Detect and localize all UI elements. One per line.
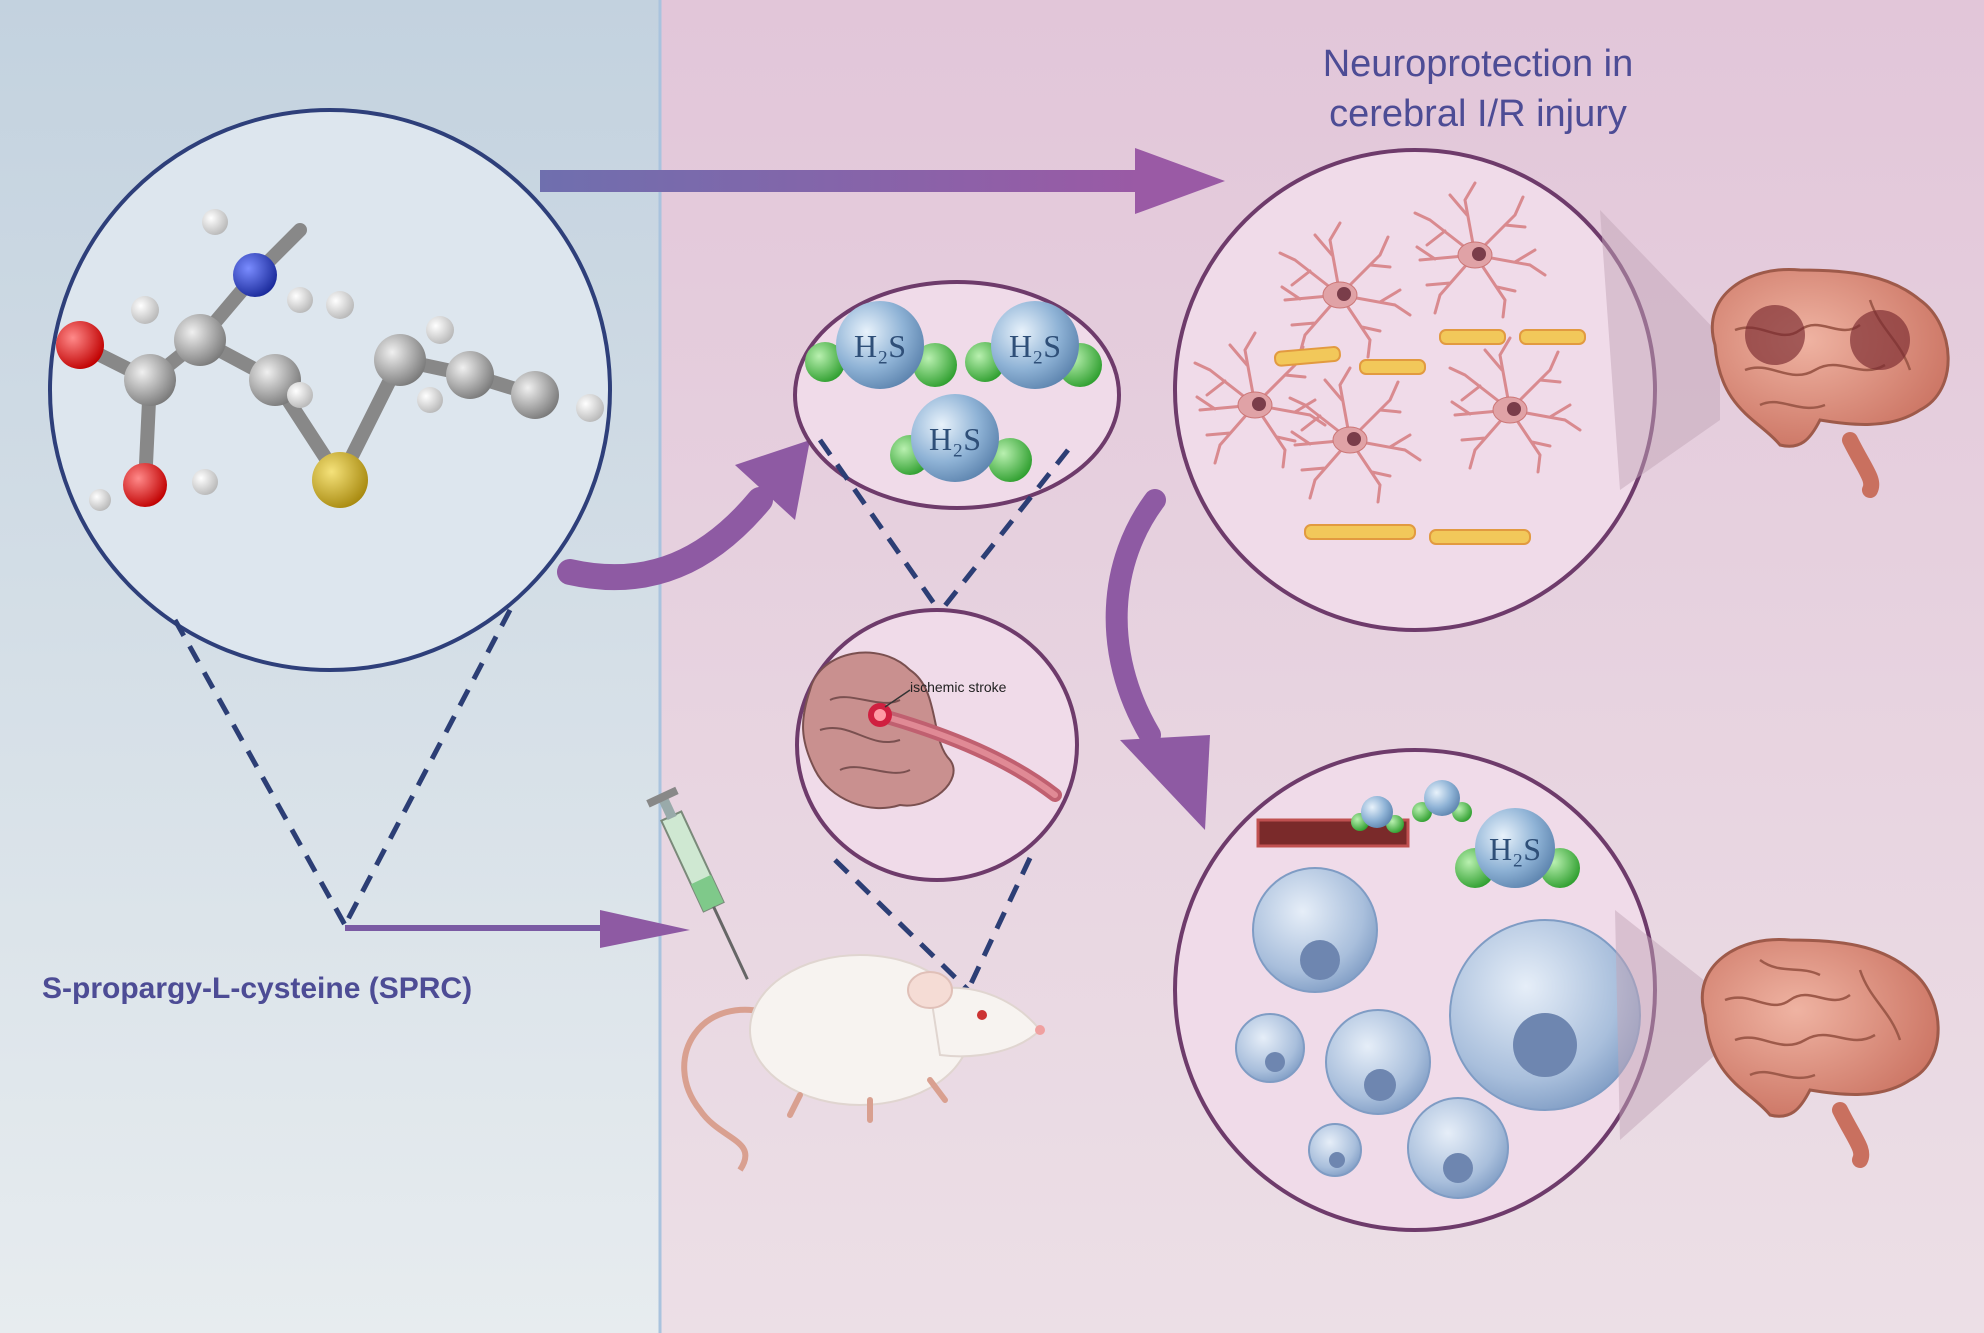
- atom-oxygen: [123, 463, 167, 507]
- cell-icon: [1252, 867, 1378, 993]
- cell-icon: [1407, 1097, 1509, 1199]
- atom-sulfur: [312, 452, 368, 508]
- arrow-to-mouse: [345, 910, 690, 948]
- cell-icon: [1449, 919, 1641, 1111]
- stroke-dashed-lines: [833, 856, 1033, 992]
- brain-icon: [1700, 937, 1940, 1168]
- atom-hydrogen: [202, 209, 228, 235]
- cell-icon: [1308, 1123, 1362, 1177]
- atom-oxygen: [56, 321, 104, 369]
- atom-hydrogen: [417, 387, 443, 413]
- h2s-molecule: [1412, 780, 1472, 822]
- title-line1: Neuroprotection in: [1323, 43, 1634, 85]
- compound-label: S-propargy-L-cysteine (SPRC): [42, 972, 472, 1005]
- curved-arrow-to-cells: [1105, 489, 1210, 830]
- svg-text:H₂S: H₂S: [1009, 328, 1061, 364]
- atom-hydrogen: [89, 489, 111, 511]
- h2s-molecule: H₂S: [890, 394, 1032, 482]
- h2s-molecule: [1351, 796, 1404, 833]
- h2s-molecule: H₂S: [1455, 808, 1580, 888]
- atom-carbon: [374, 334, 426, 386]
- atom-hydrogen: [426, 316, 454, 344]
- axon-fibers: [1273, 329, 1586, 545]
- stroke-brain-icon: ischemic stroke: [802, 651, 1062, 810]
- syringe-icon: [646, 786, 749, 980]
- h2s-molecule: H₂S: [965, 301, 1102, 389]
- title-line2: cerebral I/R injury: [1329, 93, 1627, 135]
- atom-carbon: [124, 354, 176, 406]
- h2s-dashed-lines: [817, 438, 1070, 614]
- atom-hydrogen: [192, 469, 218, 495]
- brain-icon: [1710, 267, 1950, 498]
- curved-arrow-to-h2s: [557, 440, 810, 591]
- atom-nitrogen: [233, 253, 277, 297]
- atom-hydrogen: [287, 287, 313, 313]
- zoom-cone-upper: [1600, 210, 1720, 490]
- atom-hydrogen: [287, 382, 313, 408]
- top-arrow: [540, 148, 1225, 214]
- atom-hydrogen: [576, 394, 604, 422]
- cell-icon: [1235, 1013, 1305, 1083]
- vessel-barrier: [1256, 818, 1410, 848]
- atom-hydrogen: [131, 296, 159, 324]
- svg-text:H₂S: H₂S: [854, 328, 906, 364]
- stroke-circle: ischemic stroke: [795, 608, 1079, 882]
- molecule-circle: [48, 108, 612, 672]
- mouse-icon: [681, 954, 1045, 1172]
- atom-carbon: [511, 371, 559, 419]
- h2s-molecule: H₂S: [805, 301, 957, 389]
- cells-circle: H₂S: [1173, 748, 1657, 1232]
- atom-carbon: [174, 314, 226, 366]
- cell-icon: [1325, 1009, 1431, 1115]
- h2s-circle: H₂S H₂S H₂S: [793, 280, 1121, 510]
- atom-carbon: [446, 351, 494, 399]
- neuron-circle: [1173, 148, 1657, 632]
- stroke-label: ischemic stroke: [910, 679, 1007, 695]
- zoom-cone-lower: [1615, 910, 1715, 1140]
- svg-text:H₂S: H₂S: [929, 421, 981, 457]
- atom-hydrogen: [326, 291, 354, 319]
- svg-text:H₂S: H₂S: [1489, 831, 1541, 867]
